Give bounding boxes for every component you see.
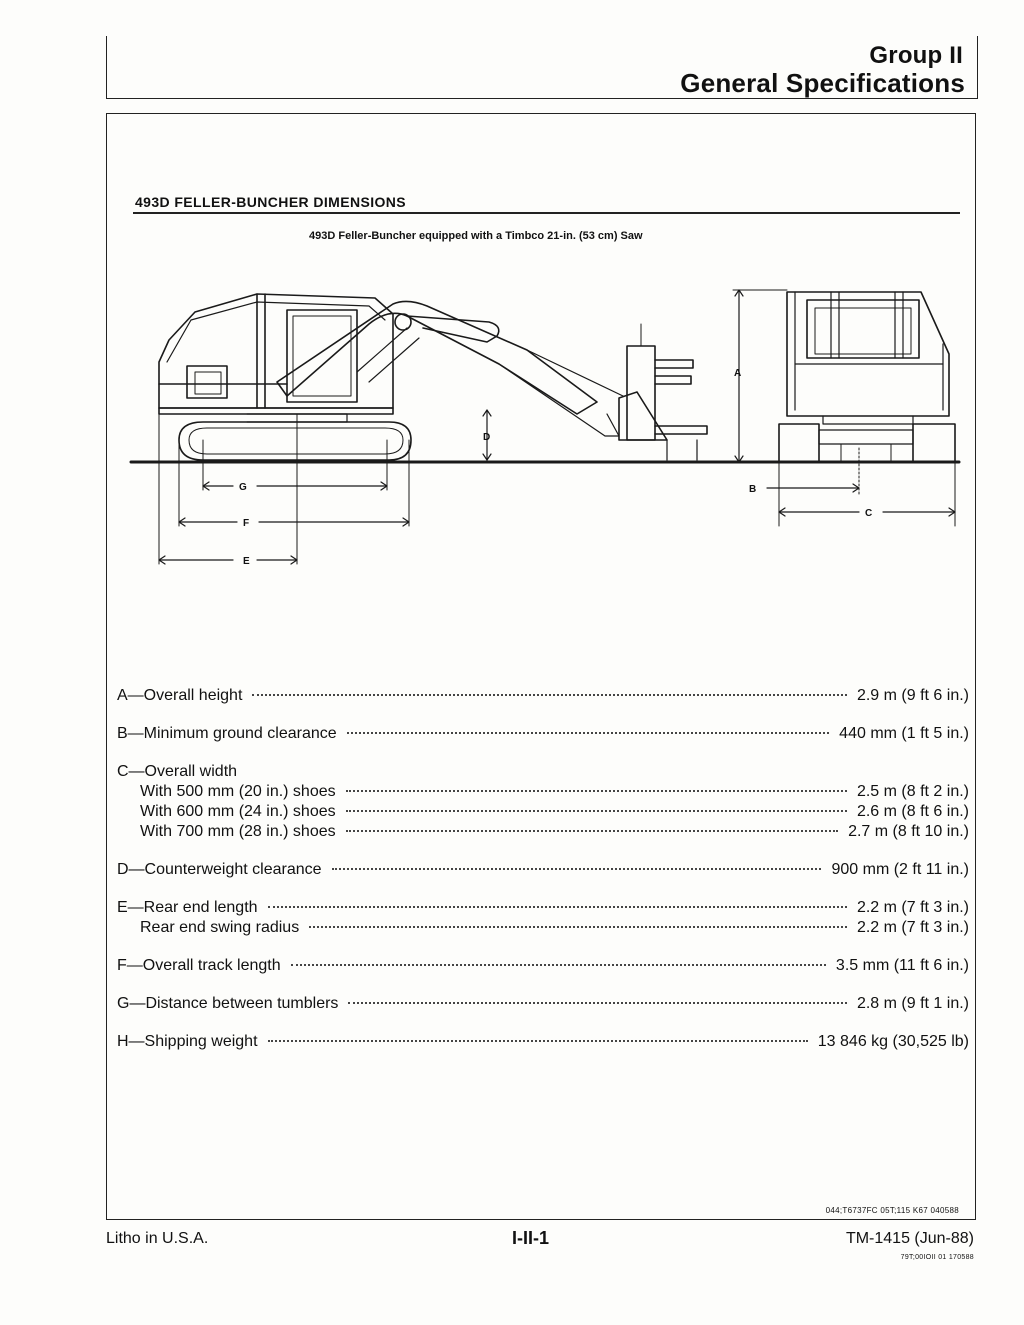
- box-reference-code: 044;T6737FC 05T;115 K67 040588: [825, 1206, 959, 1215]
- group-label: Group II: [869, 42, 963, 69]
- specification-list: A—Overall height 2.9 m (9 ft 6 in.) B—Mi…: [117, 686, 969, 1070]
- spec-row: G—Distance between tumblers 2.8 m (9 ft …: [117, 994, 969, 1014]
- leader-dots: [345, 810, 847, 812]
- front-view-machine: [732, 289, 956, 527]
- spec-label: E—Rear end length: [117, 899, 258, 916]
- dimension-label-d: D: [483, 432, 490, 443]
- spec-row: E—Rear end length 2.2 m (7 ft 3 in.): [117, 898, 969, 918]
- dimension-label-a: A: [734, 368, 741, 379]
- dimension-label-e: E: [243, 556, 250, 567]
- spec-label: H—Shipping weight: [117, 1033, 258, 1050]
- spec-value: 440 mm (1 ft 5 in.): [839, 725, 969, 742]
- footer-printing-note: Litho in U.S.A.: [106, 1230, 209, 1247]
- spec-group-g: G—Distance between tumblers 2.8 m (9 ft …: [117, 994, 969, 1014]
- spec-row: With 600 mm (24 in.) shoes 2.6 m (8 ft 6…: [117, 802, 969, 822]
- spec-row: H—Shipping weight 13 846 kg (30,525 lb): [117, 1032, 969, 1052]
- leader-dots: [309, 926, 847, 928]
- section-divider: [133, 212, 960, 214]
- spec-group-h: H—Shipping weight 13 846 kg (30,525 lb): [117, 1032, 969, 1052]
- leader-dots: [345, 790, 847, 792]
- page-header: Group II General Specifications: [106, 36, 978, 99]
- machine-dimension-diagram: A B C D E F G: [129, 289, 961, 567]
- spec-value: 900 mm (2 ft 11 in.): [831, 861, 969, 878]
- spec-row: With 500 mm (20 in.) shoes 2.5 m (8 ft 2…: [117, 782, 969, 802]
- spec-group-f: F—Overall track length 3.5 mm (11 ft 6 i…: [117, 956, 969, 976]
- dimension-label-b: B: [749, 484, 756, 495]
- spec-group-a: A—Overall height 2.9 m (9 ft 6 in.): [117, 686, 969, 706]
- spec-row: With 700 mm (28 in.) shoes 2.7 m (8 ft 1…: [117, 822, 969, 842]
- spec-label: A—Overall height: [117, 687, 243, 704]
- spec-row: F—Overall track length 3.5 mm (11 ft 6 i…: [117, 956, 969, 976]
- spec-label: B—Minimum ground clearance: [117, 725, 337, 742]
- leader-dots: [348, 1002, 847, 1004]
- page-number: I-II-1: [512, 1228, 550, 1248]
- spec-value: 2.9 m (9 ft 6 in.): [856, 687, 969, 704]
- spec-label: Rear end swing radius: [140, 919, 300, 936]
- spec-group-b: B—Minimum ground clearance 440 mm (1 ft …: [117, 724, 969, 744]
- spec-row: B—Minimum ground clearance 440 mm (1 ft …: [117, 724, 969, 744]
- leader-dots: [345, 830, 839, 832]
- figure-caption: 493D Feller-Buncher equipped with a Timb…: [309, 230, 643, 242]
- spec-value: 2.8 m (9 ft 1 in.): [856, 995, 969, 1012]
- specifications-panel: 493D FELLER-BUNCHER DIMENSIONS 493D Fell…: [106, 113, 976, 1220]
- leader-dots: [267, 1040, 808, 1042]
- spec-value: 2.2 m (7 ft 3 in.): [856, 919, 969, 936]
- spec-label: With 600 mm (24 in.) shoes: [140, 803, 336, 820]
- spec-value: 13 846 kg (30,525 lb): [817, 1033, 969, 1050]
- spec-label: With 700 mm (28 in.) shoes: [140, 823, 336, 840]
- leader-dots: [252, 694, 847, 696]
- spec-label: D—Counterweight clearance: [117, 861, 322, 878]
- leader-dots: [331, 868, 822, 870]
- spec-value: 3.5 mm (11 ft 6 in.): [835, 957, 969, 974]
- leader-dots: [267, 906, 847, 908]
- spec-value: 2.6 m (8 ft 6 in.): [856, 803, 969, 820]
- spec-label: G—Distance between tumblers: [117, 995, 339, 1012]
- leader-dots: [346, 732, 830, 734]
- footer-reference-code: 79T;00IOII 01 170588: [900, 1254, 974, 1261]
- spec-group-e: E—Rear end length 2.2 m (7 ft 3 in.) Rea…: [117, 898, 969, 938]
- spec-row: Rear end swing radius 2.2 m (7 ft 3 in.): [117, 918, 969, 938]
- section-title: 493D FELLER-BUNCHER DIMENSIONS: [135, 194, 407, 210]
- dimension-label-c: C: [865, 508, 872, 519]
- spec-value: 2.5 m (8 ft 2 in.): [856, 783, 969, 800]
- spec-value: 2.2 m (7 ft 3 in.): [856, 899, 969, 916]
- page-title: General Specifications: [680, 68, 965, 98]
- side-view-machine: [158, 293, 708, 565]
- manual-id: TM-1415 (Jun-88): [845, 1230, 974, 1247]
- leader-dots: [290, 964, 826, 966]
- spec-heading: C—Overall width: [117, 763, 238, 780]
- spec-row: A—Overall height 2.9 m (9 ft 6 in.): [117, 686, 969, 706]
- spec-group-d: D—Counterweight clearance 900 mm (2 ft 1…: [117, 860, 969, 880]
- spec-value: 2.7 m (8 ft 10 in.): [848, 823, 969, 840]
- dimension-label-g: G: [239, 482, 247, 493]
- spec-label: With 500 mm (20 in.) shoes: [140, 783, 336, 800]
- spec-label: F—Overall track length: [117, 957, 281, 974]
- spec-group-c: C—Overall width With 500 mm (20 in.) sho…: [117, 762, 969, 842]
- spec-row: D—Counterweight clearance 900 mm (2 ft 1…: [117, 860, 969, 880]
- dimension-label-f: F: [243, 518, 249, 529]
